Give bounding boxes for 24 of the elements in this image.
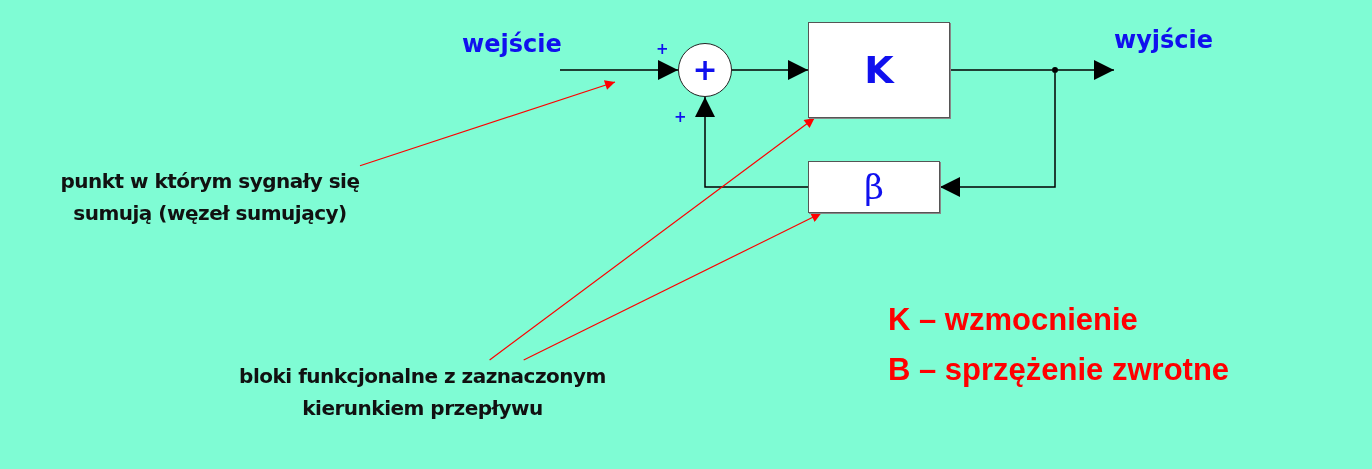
block-label: K <box>864 51 894 89</box>
legend-text: B – sprzężenie zwrotne <box>888 352 1230 388</box>
block-box <box>808 161 940 213</box>
arrow <box>695 96 809 188</box>
input-label: wejście <box>462 30 562 58</box>
annotation-text: bloki funkcjonalne z zaznaczonym kierunkiem przepływu <box>230 360 615 460</box>
arrow <box>1057 60 1115 80</box>
arrow <box>731 60 809 80</box>
annotation-text: punkt w którym sygnały się sumują (węzeł sumujący) <box>60 165 360 265</box>
block-label: β <box>864 170 884 204</box>
leader-line <box>359 80 616 167</box>
leader-line <box>523 212 822 361</box>
summing-junction <box>678 43 732 97</box>
output-label: wyjście <box>1114 26 1214 54</box>
arrow <box>939 72 1056 197</box>
block-box <box>808 22 950 118</box>
leader-line <box>489 117 816 361</box>
arrow <box>559 60 679 80</box>
plus-sign: + <box>692 55 718 85</box>
sign-text: + <box>674 108 687 126</box>
sign-text: + <box>656 40 669 58</box>
connector-line <box>949 69 1053 71</box>
legend-text: K – wzmocnienie <box>888 302 1138 338</box>
branch-point <box>1052 67 1058 73</box>
